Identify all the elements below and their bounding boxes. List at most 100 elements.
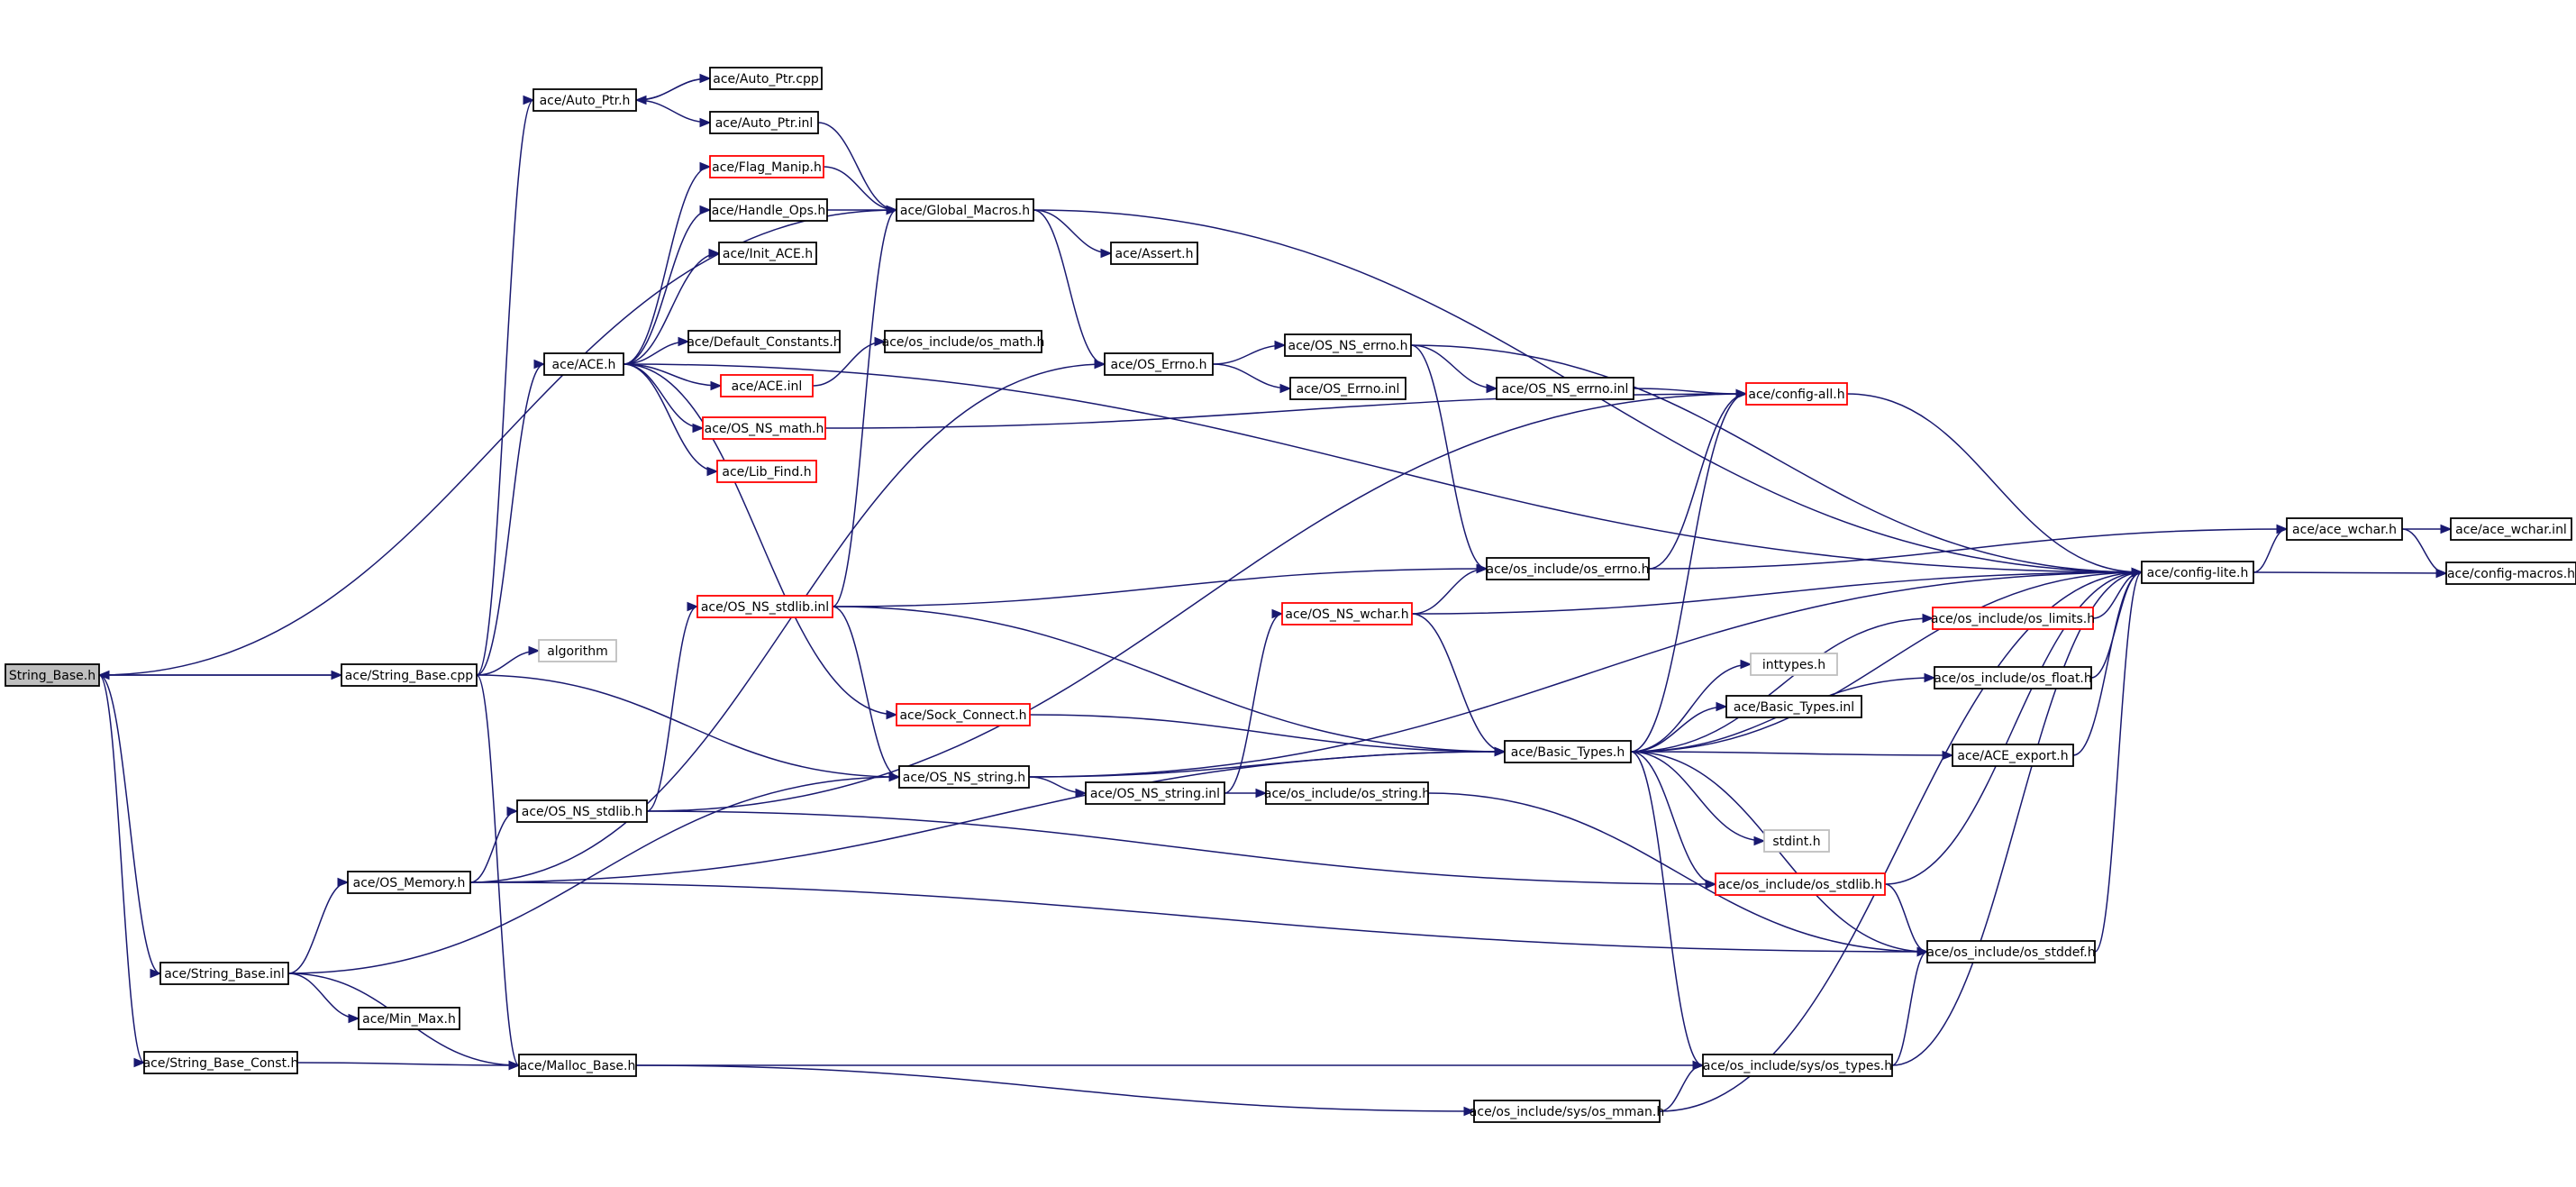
arrowhead-icon [528,645,541,656]
node-ace-export-h[interactable]: ace/ACE_export.h [1952,744,2074,767]
node-box [1085,781,1225,805]
node-box [2445,562,2576,585]
node-string-base-inl[interactable]: ace/String_Base.inl [159,962,289,985]
node-global-macros-h[interactable]: ace/Global_Macros.h [896,198,1034,222]
node-label: algorithm [547,644,608,659]
node-stdint-h[interactable]: stdint.h [1763,829,1830,853]
edge-os-ns-stdlib-inl-to-os-ns-string-h [832,606,901,782]
edge-line [1846,393,2143,573]
edge-basic-types-h-to-ace-export-h [1630,750,1954,761]
node-os-errno-inl[interactable]: ace/OS_Errno.inl [1289,377,1406,400]
node-label: ace/String_Base.inl [164,967,285,982]
edge-line [469,810,518,883]
node-sys-os-mman-h[interactable]: ace/os_include/sys/os_mman.h [1470,1100,1664,1123]
node-os-errno-h[interactable]: ace/OS_Errno.h [1104,352,1214,376]
arrowhead-icon [1255,788,1268,799]
nodes-layer: String_Base.h ace/String_Base.cpp ace/Auto… [5,67,2576,1123]
node-os-ns-wchar-h[interactable]: ace/OS_NS_wchar.h [1281,602,1413,625]
node-os-ns-stdlib-h[interactable]: ace/OS_NS_stdlib.h [516,799,648,823]
node-label: stdint.h [1772,835,1820,849]
node-auto-ptr-cpp[interactable]: ace/Auto_Ptr.cpp [709,67,823,90]
node-label: ace/Malloc_Base.h [520,1059,636,1073]
node-os-ns-stdlib-inl[interactable]: ace/OS_NS_stdlib.inl [696,595,833,618]
node-string-base-h[interactable]: String_Base.h [5,663,100,687]
node-sys-os-types-h[interactable]: ace/os_include/sys/os_types.h [1702,1054,1893,1077]
node-label: ace/OS_NS_string.inl [1090,787,1220,801]
node-ace-h[interactable]: ace/ACE.h [543,352,624,376]
node-os-ns-errno-h[interactable]: ace/OS_NS_errno.h [1284,333,1412,357]
node-ace-wchar-h[interactable]: ace/ace_wchar.h [2286,517,2403,541]
node-label: ace/Auto_Ptr.inl [715,116,814,131]
edge-line [287,972,360,1019]
node-config-all-h[interactable]: ace/config-all.h [1745,382,1848,406]
node-box [1265,781,1429,805]
node-ace-inl[interactable]: ace/ACE.inl [720,374,814,397]
node-algorithm[interactable]: algorithm [538,639,617,662]
edge-line [476,99,534,676]
node-assert-h[interactable]: ace/Assert.h [1110,242,1198,265]
node-config-lite-h[interactable]: ace/config-lite.h [2141,561,2254,584]
node-label: ace/OS_NS_string.h [903,771,1025,785]
node-auto-ptr-inl[interactable]: ace/Auto_Ptr.inl [709,111,819,134]
node-inttypes-h[interactable]: inttypes.h [1750,653,1838,676]
arrowhead-icon [1740,659,1752,670]
node-label: ace/ACE.h [552,358,616,372]
node-min-max-h[interactable]: ace/Min_Max.h [358,1007,460,1030]
arrowhead-icon [699,205,712,215]
node-os-include-stdlib-h[interactable]: ace/os_include/os_stdlib.h [1715,872,1886,896]
node-os-ns-math-h[interactable]: ace/OS_NS_math.h [702,416,826,440]
arrowhead-icon [2276,524,2289,534]
edge-global-macros-h-to-assert-h [1033,209,1113,259]
node-string-base-const-h[interactable]: ace/String_Base_Const.h [143,1051,299,1074]
node-malloc-base-h[interactable]: ace/Malloc_Base.h [518,1054,637,1077]
edge-line [623,363,704,429]
node-os-ns-string-h[interactable]: ace/OS_NS_string.h [898,765,1030,789]
edge-line [98,674,161,974]
edge-os-ns-string-inl-to-os-ns-wchar-h [1224,608,1284,794]
edge-ace-wchar-h-to-config-macros-h [2401,528,2448,579]
edge-auto-ptr-h-to-auto-ptr-cpp [635,73,712,101]
edge-os-memory-h-to-os-ns-stdlib-h [469,806,519,883]
node-lib-find-h[interactable]: ace/Lib_Find.h [716,460,817,483]
edge-line [1891,571,2143,1066]
node-label: ace/Basic_Types.inl [1734,700,1854,715]
node-box [1702,1054,1893,1077]
node-basic-types-h[interactable]: ace/Basic_Types.h [1504,740,1632,763]
node-label: ace/OS_NS_wchar.h [1285,607,1408,622]
edge-line [623,363,897,716]
node-box [896,198,1034,222]
edge-os-ns-stdlib-inl-to-global-macros-h [832,205,898,607]
node-basic-types-inl[interactable]: ace/Basic_Types.inl [1725,695,1862,718]
node-os-memory-h[interactable]: ace/OS_Memory.h [347,871,471,894]
node-flag-manip-h[interactable]: ace/Flag_Manip.h [709,155,824,178]
node-label: ace/ACE.inl [732,379,803,394]
node-box [347,871,471,894]
node-os-float-h[interactable]: ace/os_include/os_float.h [1934,666,2092,689]
node-os-limits-h[interactable]: ace/os_include/os_limits.h [1931,607,2095,630]
edge-line [1411,571,2143,615]
node-label: ace/OS_NS_errno.h [1288,339,1407,353]
node-os-ns-errno-inl[interactable]: ace/OS_NS_errno.inl [1496,377,1634,400]
node-ace-wchar-inl[interactable]: ace/ace_wchar.inl [2450,517,2572,541]
node-os-math-h[interactable]: ace/os_include/os_math.h [882,330,1045,353]
node-label: String_Base.h [9,669,96,683]
edge-line [1630,617,1934,753]
node-os-include-errno-h[interactable]: ace/os_include/os_errno.h [1486,557,1650,580]
edge-os-include-stdlib-h-to-os-stddef-h [1884,883,1929,957]
node-os-ns-string-inl[interactable]: ace/OS_NS_string.inl [1085,781,1225,805]
arrowhead-icon [706,466,719,477]
node-config-macros-h[interactable]: ace/config-macros.h [2445,562,2576,585]
edge-line [646,393,1747,812]
node-auto-ptr-h[interactable]: ace/Auto_Ptr.h [532,88,637,112]
node-os-include-string-h[interactable]: ace/os_include/os_string.h [1264,781,1430,805]
edge-string-base-h-to-string-base-inl [98,674,162,979]
edge-line [646,810,1716,885]
node-string-base-cpp[interactable]: ace/String_Base.cpp [341,663,478,687]
node-label: ace/ace_wchar.h [2292,523,2397,537]
node-init-ace-h[interactable]: ace/Init_ACE.h [718,242,817,265]
edge-ace-h-to-sock-connect-h [623,363,898,720]
node-os-stddef-h[interactable]: ace/os_include/os_stddef.h [1926,940,2096,963]
node-handle-ops-h[interactable]: ace/Handle_Ops.h [709,198,828,222]
node-sock-connect-h[interactable]: ace/Sock_Connect.h [896,703,1031,726]
node-default-constants-h[interactable]: ace/Default_Constants.h [687,330,842,353]
